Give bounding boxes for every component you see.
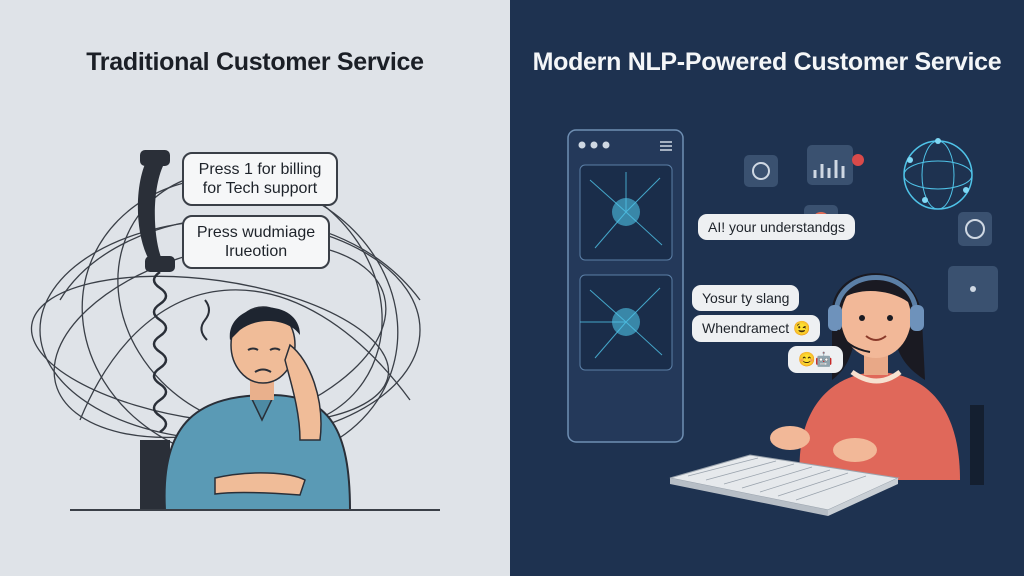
bubble-line: Irueotion (224, 243, 288, 260)
bubble-text: Whendramect (702, 320, 790, 336)
chat-bubble-4: 😊🤖 (788, 346, 843, 373)
browser-window (567, 129, 684, 443)
chat-bubble-2: Yosur ty slang (692, 285, 800, 311)
chat-bubble-3: Whendramect 😉 (692, 315, 821, 342)
smile-robot-emoji-icon: 😊🤖 (798, 351, 833, 367)
bubble-line: Press 1 for billing (198, 161, 322, 178)
bubble-line: for Tech support (202, 180, 318, 197)
bubble-line: Press wudmiage (196, 224, 316, 241)
telephone-handset-icon (137, 150, 175, 434)
frustrated-man (140, 306, 352, 511)
wink-emoji-icon: 😉 (793, 320, 811, 336)
ivr-bubble-1: Press 1 for billing for Tech support (182, 152, 338, 206)
network-globe-icon (903, 138, 973, 210)
stress-squiggle (200, 299, 210, 341)
nlp-illustration (567, 129, 998, 516)
keyboard (669, 454, 900, 516)
chat-bubble-1: AI! your understandgs (698, 214, 855, 240)
ivr-bubble-2: Press wudmiage Irueotion (182, 215, 330, 269)
headset-icon (828, 275, 924, 353)
traditional-title: Traditional Customer Service (86, 48, 424, 76)
nlp-title: Modern NLP-Powered Customer Service (532, 48, 1002, 76)
traditional-panel: Traditional Customer Service (0, 0, 510, 576)
nlp-panel: Modern NLP-Powered Customer Service (510, 0, 1024, 576)
traditional-illustration (30, 150, 440, 511)
support-agent-woman (770, 273, 984, 485)
